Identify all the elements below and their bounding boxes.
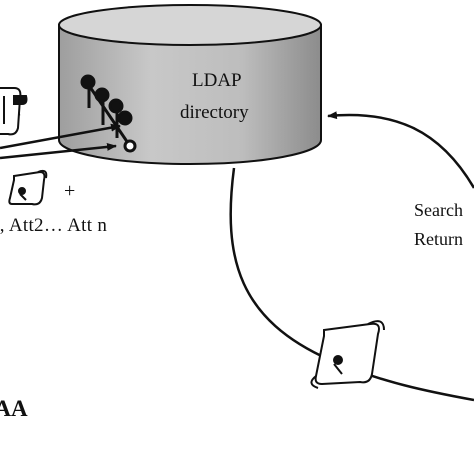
plus-sign: + (64, 180, 76, 202)
node-chain-icon (80, 74, 137, 153)
search-arrow (327, 111, 474, 189)
certificate-scroll-icon (8, 169, 48, 206)
certificate-scroll-icon (0, 87, 28, 136)
search-label: Search (414, 200, 463, 220)
directory-label-line1: LDAP (192, 70, 242, 91)
certificate-scroll-icon (310, 320, 385, 389)
ldap-directory-cylinder (58, 4, 322, 165)
directory-label-line2: directory (180, 102, 249, 123)
authority-label: /AA (0, 396, 28, 421)
attribute-list: 1, Att2… Att n (0, 215, 108, 236)
return-label: Return (414, 229, 463, 249)
